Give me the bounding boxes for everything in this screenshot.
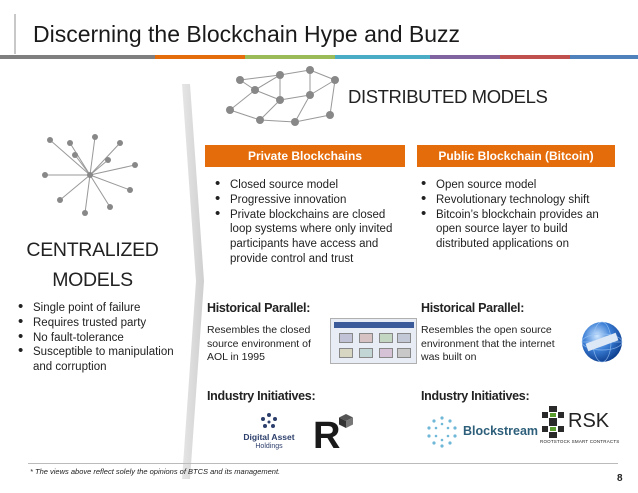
- private-blockchain-header: Private Blockchains: [205, 145, 405, 167]
- public-historical-heading: Historical Parallel:: [421, 301, 525, 315]
- title-bar-segment: [500, 55, 570, 59]
- title-bar-segment: [245, 55, 335, 59]
- private-bullet: Closed source model: [213, 177, 393, 193]
- aol-screenshot-image: [330, 318, 417, 364]
- private-initiatives-heading: Industry Initiatives:: [207, 389, 316, 403]
- private-historical-text: Resembles the closed source environment …: [207, 324, 311, 363]
- centralized-network-graphic: [42, 134, 138, 216]
- centralized-heading-line1: CENTRALIZED: [26, 239, 159, 261]
- digital-asset-logo: Digital Asset Holdings: [238, 412, 300, 454]
- r3-logo: R: [313, 413, 358, 458]
- digital-asset-logo-text: Digital Asset: [243, 432, 295, 442]
- public-bullets: Open source model Revolutionary technolo…: [419, 177, 604, 252]
- title-bar-segment: [155, 55, 245, 59]
- public-historical-text: Resembles the open source environment th…: [421, 324, 555, 363]
- r3-cube-icon: [339, 414, 353, 428]
- private-bullet: Private blockchains are closed loop syst…: [213, 207, 393, 267]
- centralized-bullet: Single point of failure: [16, 300, 186, 316]
- footnote: * The views above reflect solely the opi…: [30, 467, 281, 476]
- distributed-network-graphic: [226, 66, 339, 126]
- digital-asset-holdings-text: Holdings: [255, 443, 283, 450]
- internet-globe-icon: [581, 321, 623, 363]
- public-initiatives-heading: Industry Initiatives:: [421, 389, 530, 403]
- centralized-bullets: Single point of failure Requires trusted…: [16, 300, 186, 375]
- title-bar-segment: [335, 55, 430, 59]
- blockstream-logo: Blockstream: [425, 413, 539, 453]
- rsk-logo-subtext: ROOTSTOCK SMART CONTRACTS: [540, 439, 620, 444]
- public-bullet: Open source model: [419, 177, 604, 193]
- centralized-models-heading: CENTRALIZED MODELS: [0, 235, 185, 295]
- r3-logo-letter: R: [313, 415, 341, 457]
- public-bullet: Revolutionary technology shift: [419, 192, 604, 208]
- title-bar-segment: [430, 55, 500, 59]
- title-bar-segment: [0, 55, 155, 59]
- private-bullet: Progressive innovation: [213, 192, 393, 208]
- digital-asset-mark-icon: [261, 413, 277, 428]
- title-underline-bar: [0, 55, 638, 59]
- private-historical-heading: Historical Parallel:: [207, 301, 311, 315]
- centralized-bullet: Susceptible to manipulation and corrupti…: [16, 344, 186, 375]
- footer-divider: [28, 463, 618, 464]
- public-blockchain-header: Public Blockchain (Bitcoin): [417, 145, 615, 167]
- distributed-models-heading: DISTRIBUTED MODELS: [348, 86, 548, 107]
- rsk-logo-text: RSK: [568, 410, 610, 432]
- centralized-bullet: No fault-tolerance: [16, 330, 186, 346]
- title-bar-segment: [570, 55, 638, 59]
- rsk-mark-icon: [542, 406, 564, 438]
- centralized-heading-line2: MODELS: [52, 269, 133, 291]
- chevron-arrow-divider: [182, 84, 204, 479]
- rsk-logo: RSK ROOTSTOCK SMART CONTRACTS: [538, 404, 620, 454]
- slide-title: Discerning the Blockchain Hype and Buzz: [33, 21, 461, 47]
- centralized-bullet: Requires trusted party: [16, 315, 186, 331]
- private-bullets: Closed source model Progressive innovati…: [213, 177, 393, 267]
- page-number: 8: [617, 473, 623, 484]
- blockstream-logo-text: Blockstream: [463, 424, 539, 438]
- public-bullet: Bitcoin’s blockchain provides an open so…: [419, 207, 604, 252]
- blockstream-mark-icon: [427, 416, 457, 448]
- left-edge-accent: [14, 14, 16, 54]
